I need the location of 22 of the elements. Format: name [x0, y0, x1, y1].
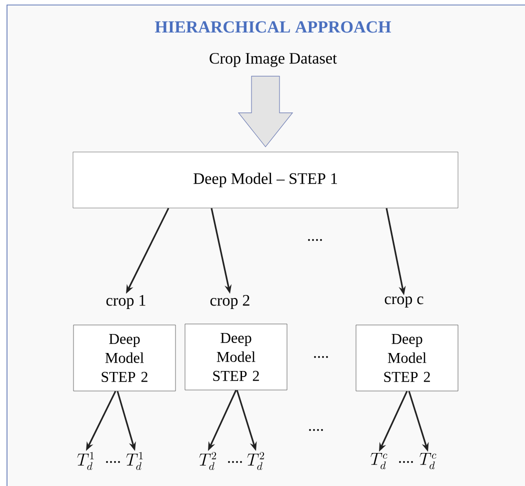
output-label: $T_d^2$	[199, 452, 216, 470]
title: HIERARCHICAL APPROACH	[155, 21, 391, 33]
ellipsis: ....	[309, 429, 323, 431]
process-box: Deep Model STEP 2	[356, 324, 458, 392]
text-label: crop 1	[106, 295, 146, 309]
ellipsis: ....	[106, 461, 120, 463]
output-label: $T_d^1$	[77, 452, 94, 470]
process-box: Deep Model STEP 2	[184, 324, 288, 390]
output-label: $T_d^c$	[370, 453, 388, 470]
output-label: $T_d^2$	[247, 452, 264, 470]
output-label: $T_d^1$	[126, 452, 143, 470]
ellipsis: ....	[228, 461, 242, 463]
process-box: Deep Model – STEP 1	[72, 152, 458, 208]
text-label: crop c	[384, 296, 424, 308]
ellipsis: ....	[314, 356, 328, 358]
process-box: Deep Model STEP 2	[73, 324, 176, 392]
block-arrow	[238, 76, 294, 148]
output-label: $T_d^c$	[420, 453, 436, 470]
text-label: Crop Image Dataset	[210, 52, 337, 68]
text-label: crop 2	[210, 295, 250, 309]
ellipsis: ....	[399, 461, 413, 463]
ellipsis: ....	[308, 239, 322, 241]
